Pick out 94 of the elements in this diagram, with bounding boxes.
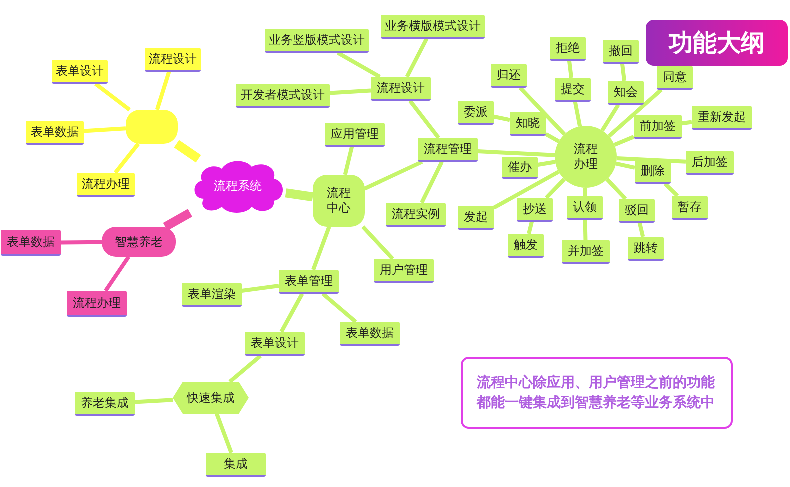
topic-box: 应用管理: [325, 123, 385, 147]
topic-box: 流程管理: [418, 138, 478, 162]
topic-box: 流程实例: [386, 203, 446, 227]
box-node: [126, 110, 178, 144]
topic-box: 撤回: [603, 40, 639, 64]
topic-box: 表单设计: [245, 332, 305, 356]
topic-box: 流程办理: [67, 291, 127, 317]
connector-line: [682, 120, 692, 126]
connector-line: [583, 188, 588, 196]
topic-box: 触发: [508, 234, 544, 258]
connector-line: [104, 256, 130, 292]
topic-box: 提交: [555, 78, 591, 102]
connector-line: [285, 188, 314, 202]
connector-line: [606, 178, 628, 200]
connector-line: [312, 226, 332, 271]
topic-box: 发起: [458, 206, 494, 230]
connector-line: [134, 398, 174, 404]
connector-line: [343, 146, 354, 176]
connector-line: [620, 64, 627, 82]
connector-line: [494, 114, 510, 122]
connector-line: [174, 140, 202, 163]
topic-box: 拒绝: [550, 37, 586, 61]
connector-line: [478, 150, 556, 158]
topic-box: 用户管理: [374, 259, 434, 283]
connector-line: [664, 182, 680, 198]
topic-box: 归还: [491, 64, 527, 88]
topic-box: 表单管理: [279, 270, 339, 294]
connector-line: [545, 132, 560, 144]
connector-line: [583, 220, 588, 240]
topic-box: 驳回: [619, 199, 655, 223]
connector-line: [614, 135, 635, 147]
topic-box: 表单渲染: [182, 283, 242, 307]
connector-line: [228, 354, 262, 384]
topic-box: 后加签: [686, 151, 734, 175]
topic-box: 流程办理: [77, 173, 135, 197]
connector-line: [608, 88, 663, 138]
topic-box: 表单数据: [26, 121, 84, 145]
connector-line: [155, 71, 172, 111]
topic-node: 智慧养老: [102, 227, 176, 257]
topic-box: 业务竖版模式设计: [265, 29, 369, 53]
topic-box: 删除: [635, 160, 671, 184]
connector-line: [84, 126, 126, 134]
topic-box: 集成: [206, 453, 266, 477]
connector-line: [538, 160, 556, 167]
connector-line: [493, 170, 560, 210]
connector-line: [330, 88, 372, 96]
topic-box: 前加签: [634, 115, 682, 139]
topic-box: 委派: [458, 101, 494, 125]
connector-line: [60, 240, 102, 245]
topic-box: 暂存: [672, 196, 708, 220]
topic-box: 重新发起: [692, 106, 752, 130]
connector-line: [638, 222, 646, 238]
connector-line: [573, 102, 582, 127]
topic-box: 表单数据: [1, 230, 61, 256]
connector-line: [94, 82, 131, 112]
topic-box: 抄送: [517, 198, 553, 222]
connector-line: [420, 161, 444, 204]
connector-line: [114, 142, 140, 174]
topic-box: 跳转: [628, 237, 664, 261]
connector-line: [567, 60, 574, 78]
topic-box: 催办: [502, 157, 538, 179]
circle-node: 流程办理: [555, 126, 617, 188]
topic-node: 流程中心: [313, 175, 365, 227]
connector-line: [600, 104, 620, 132]
connector-line: [408, 100, 440, 140]
topic-box: 开发者模式设计: [236, 84, 330, 108]
topic-box: 养老集成: [75, 392, 135, 416]
connector-line: [337, 51, 381, 79]
topic-box: 流程设计: [371, 77, 431, 101]
note-box: 流程中心除应用、用户管理之前的功能都能一键集成到智慧养老等业务系统中: [461, 357, 733, 429]
connector-line: [518, 86, 566, 136]
topic-box: 流程设计: [145, 48, 201, 72]
topic-box: 知会: [608, 81, 644, 105]
connector-line: [322, 292, 358, 324]
connector-line: [527, 222, 534, 234]
topic-box: 业务横版模式设计: [381, 15, 485, 39]
connector-line: [163, 209, 192, 231]
connector-line: [364, 160, 424, 191]
topic-box: 表单设计: [52, 60, 108, 84]
connector-line: [280, 293, 304, 333]
connector-line: [616, 162, 636, 170]
topic-box: 并加签: [562, 240, 610, 264]
topic-box: 认领: [567, 196, 603, 220]
connector-line: [616, 156, 686, 164]
title-badge: 功能大纲: [646, 20, 788, 66]
connector-line: [242, 284, 280, 293]
topic-box: 知晓: [510, 112, 546, 136]
connector-line: [405, 38, 429, 78]
topic-box: 表单数据: [340, 322, 400, 346]
connector-line: [362, 226, 394, 260]
topic-box: 同意: [657, 66, 693, 90]
connector-line: [215, 413, 234, 454]
connector-line: [545, 178, 566, 200]
hexagon-node: 快速集成: [173, 382, 249, 414]
